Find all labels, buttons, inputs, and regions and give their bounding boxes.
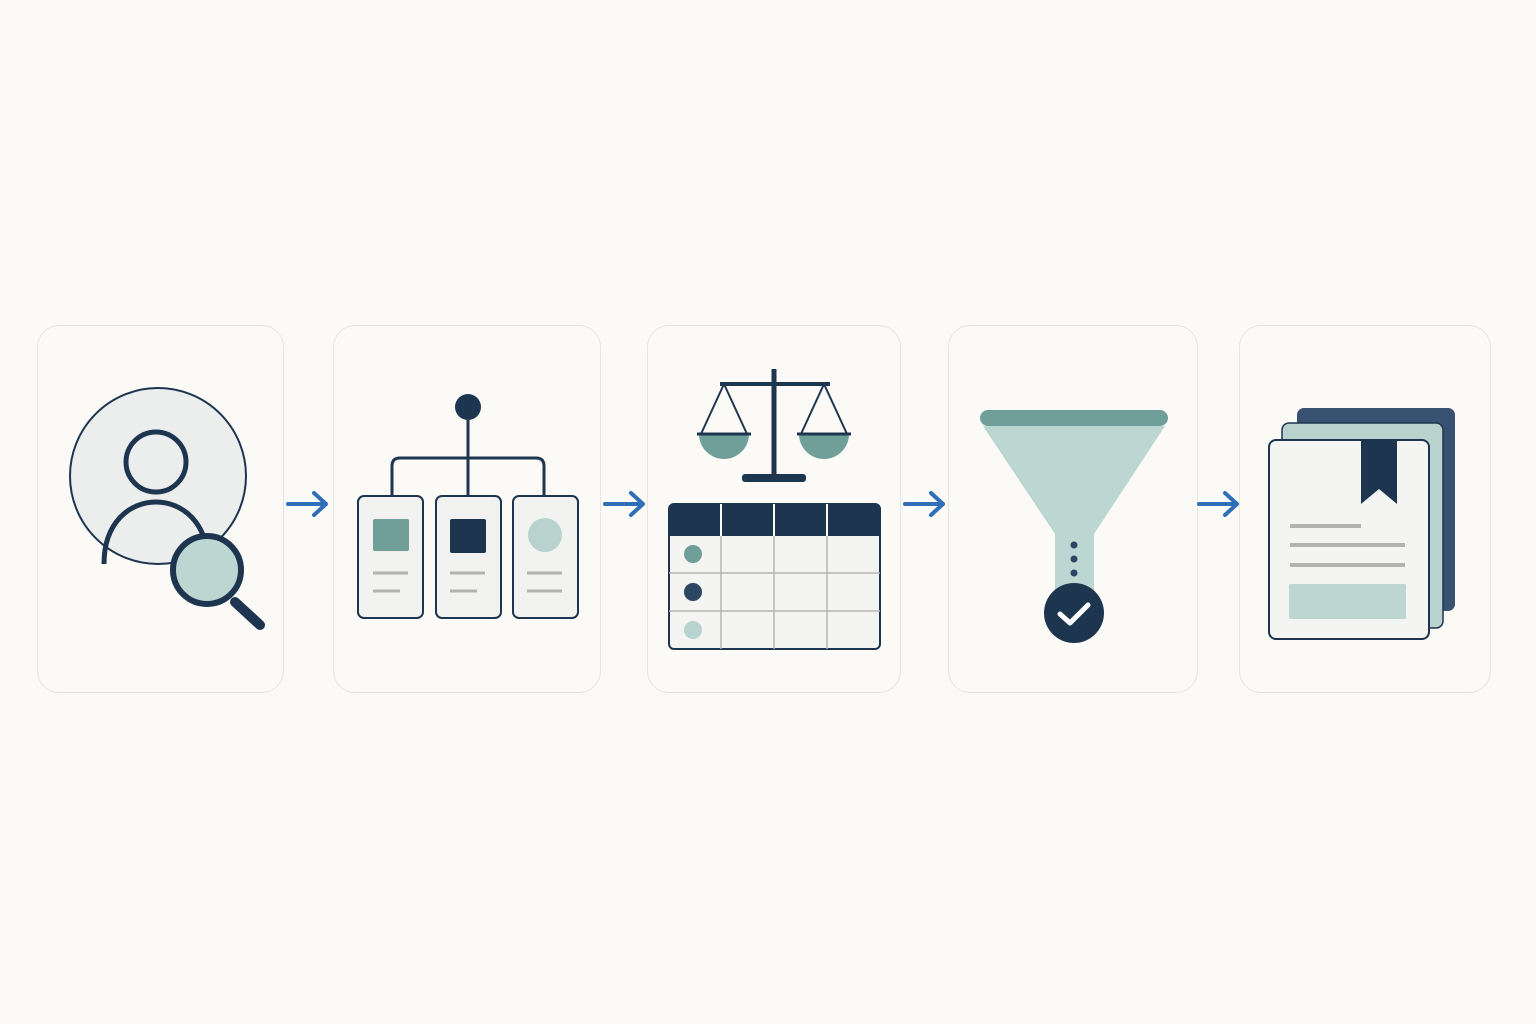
card-hierarchy-icon — [357, 394, 579, 619]
arrow-right-icon — [601, 488, 649, 520]
step-card-scale-table — [647, 325, 901, 693]
bookmarked-documents-icon — [1268, 408, 1455, 640]
step-card-documents — [1239, 325, 1491, 693]
scale-table-icon — [668, 369, 881, 650]
funnel-check-icon — [980, 410, 1168, 643]
step-card-user-search — [37, 325, 284, 693]
user-search-icon — [69, 387, 265, 630]
arrow-right-icon — [1195, 488, 1243, 520]
arrow-right-icon — [901, 488, 949, 520]
step-card-hierarchy — [333, 325, 601, 693]
arrow-right-icon — [284, 488, 332, 520]
step-card-funnel — [948, 325, 1198, 693]
